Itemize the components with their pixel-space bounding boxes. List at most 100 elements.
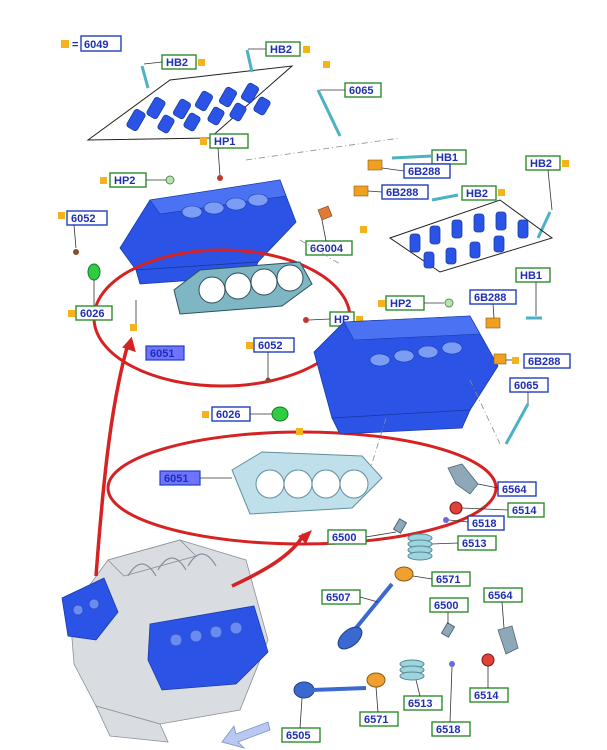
label-6065-right[interactable]: 6065 — [514, 380, 538, 392]
lash-adjuster-a — [449, 501, 463, 515]
label-6b288-d[interactable]: 6B288 — [528, 356, 560, 368]
label-6052-left-box[interactable] — [66, 210, 108, 226]
marker-square — [100, 177, 107, 184]
valve-keeper-b — [449, 661, 455, 667]
label-6564-b[interactable]: 6564 — [488, 590, 513, 602]
right-rocker-group — [388, 199, 554, 273]
sensor-6b288-b — [353, 185, 369, 197]
red-arrowhead-bottom — [298, 530, 312, 544]
label-6514-b[interactable]: 6514 — [474, 690, 499, 702]
label-6564-a-box[interactable] — [497, 481, 537, 497]
label-6518-b-box[interactable] — [431, 721, 471, 737]
label-6514-b-box[interactable] — [469, 687, 509, 703]
label-hb1-right[interactable]: HB1 — [520, 270, 542, 282]
head-gasket-bottom — [231, 451, 383, 515]
label-6514-a[interactable]: 6514 — [512, 505, 537, 517]
roller-follower-a — [447, 463, 479, 495]
label-6500-a[interactable]: 6500 — [332, 532, 356, 544]
label-hp2-right[interactable]: HP2 — [390, 298, 411, 310]
exhaust-valve-head — [293, 681, 315, 699]
label-6052-left[interactable]: 6052 — [71, 213, 95, 225]
label-6049-box[interactable] — [80, 35, 122, 52]
plug-6026-mid — [271, 406, 289, 422]
label-6b288-b[interactable]: 6B288 — [386, 187, 418, 199]
valve-keeper-a — [443, 517, 449, 523]
right-cylinder-head — [313, 315, 499, 435]
plug-hp-mid — [303, 317, 309, 323]
label-6513-b[interactable]: 6513 — [408, 698, 432, 710]
intake-valve-stem — [354, 582, 394, 630]
plug-6052-left — [73, 249, 79, 255]
label-6b288-d-box[interactable] — [523, 353, 571, 369]
rocker-outline-box — [86, 65, 294, 141]
marker-square — [303, 46, 310, 53]
bolt-6065-top — [316, 89, 342, 137]
marker-square — [200, 138, 207, 145]
label-6518-b[interactable]: 6518 — [436, 724, 460, 736]
label-hb2-right[interactable]: HB2 — [530, 158, 552, 170]
label-6g004-box[interactable] — [305, 240, 353, 256]
rocker-arms-left — [126, 82, 271, 134]
marker-square — [356, 316, 363, 323]
label-6051-top[interactable]: 6051 — [150, 348, 174, 360]
label-6049[interactable]: 6049 — [84, 39, 108, 51]
intake-valve-head — [337, 626, 363, 650]
label-hb1-top[interactable]: HB1 — [436, 152, 458, 164]
top-left-rocker-group — [86, 49, 342, 141]
label-6g004[interactable]: 6G004 — [310, 243, 344, 255]
label-6518-a-box[interactable] — [467, 515, 505, 531]
marker-square — [296, 428, 303, 435]
label-6564-b-box[interactable] — [483, 587, 523, 603]
label-hb2-right-box[interactable] — [525, 155, 561, 171]
label-6051-top-box[interactable] — [145, 345, 185, 361]
label-hb2-c[interactable]: HB2 — [466, 188, 488, 200]
label-hp1[interactable]: HP1 — [214, 136, 235, 148]
label-6026-left[interactable]: 6026 — [80, 308, 104, 320]
marker-square — [58, 212, 65, 219]
marker-square — [562, 160, 569, 167]
label-6505[interactable]: 6505 — [286, 730, 310, 742]
label-6500-b-box[interactable] — [429, 597, 469, 613]
label-6564-a[interactable]: 6564 — [502, 484, 527, 496]
arrow-down-left-icon[interactable] — [221, 721, 271, 749]
marker-square — [198, 59, 205, 66]
sensor-6g004 — [317, 205, 333, 221]
label-6571-b-box[interactable] — [359, 711, 399, 727]
bolt-hb2-c — [431, 193, 459, 202]
valve-seal-a — [392, 518, 408, 534]
bolt-hb2-right — [536, 211, 552, 239]
label-6051-bottom[interactable]: 6051 — [164, 473, 188, 485]
sensor-6b288-a — [367, 159, 383, 171]
lash-adjuster-b — [481, 653, 495, 667]
label-6b288-c[interactable]: 6B288 — [474, 292, 506, 304]
label-6505-box[interactable] — [281, 727, 321, 743]
label-hb1-right-box[interactable] — [515, 267, 551, 283]
assembly-line — [469, 379, 501, 445]
spring-retainer-a — [394, 566, 414, 582]
valve-spring-b — [399, 659, 425, 681]
label-6b288-a[interactable]: 6B288 — [408, 166, 440, 178]
marker-square — [378, 300, 385, 307]
label-6518-a[interactable]: 6518 — [472, 518, 496, 530]
label-hb2-b[interactable]: HB2 — [270, 44, 292, 56]
label-6500-b[interactable]: 6500 — [434, 600, 458, 612]
label-6571-a[interactable]: 6571 — [436, 574, 460, 586]
label-hp1-box[interactable] — [209, 133, 249, 149]
label-6065-right-box[interactable] — [509, 377, 549, 393]
label-6571-b[interactable]: 6571 — [364, 714, 388, 726]
label-6052-mid[interactable]: 6052 — [258, 340, 282, 352]
label-hb2-a[interactable]: HB2 — [166, 57, 188, 69]
label-6026-mid[interactable]: 6026 — [216, 409, 240, 421]
sensor-6b288-d — [493, 353, 507, 365]
label-hp2-left[interactable]: HP2 — [114, 175, 135, 187]
label-6513-a[interactable]: 6513 — [462, 538, 486, 550]
rocker-outline-box-right — [388, 199, 554, 273]
left-cylinder-head — [119, 179, 297, 285]
label-6513-b-box[interactable] — [403, 695, 443, 711]
label-6052-mid-box[interactable] — [253, 337, 295, 353]
marker-square — [202, 411, 209, 418]
plug-hp2-left — [165, 175, 175, 185]
label-6507[interactable]: 6507 — [326, 592, 350, 604]
label-6065-top[interactable]: 6065 — [349, 85, 373, 97]
label-hb2-c-box[interactable] — [461, 185, 497, 201]
